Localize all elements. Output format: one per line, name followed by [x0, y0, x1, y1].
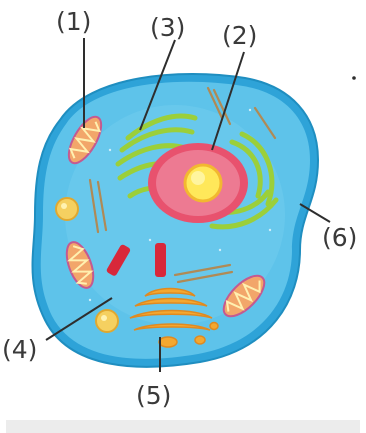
label-2: (2)	[222, 21, 257, 50]
vesicle-left	[56, 198, 78, 220]
stray-dot	[352, 76, 356, 80]
label-6: (6)	[322, 223, 357, 252]
label-1: (1)	[56, 7, 91, 36]
vesicle-bottom	[96, 310, 118, 332]
bottom-shadow	[6, 420, 360, 433]
nucleolus	[185, 165, 221, 201]
nucleus	[148, 143, 248, 223]
label-4: (4)	[2, 335, 37, 364]
label-5: (5)	[136, 381, 171, 410]
label-3: (3)	[150, 13, 185, 42]
